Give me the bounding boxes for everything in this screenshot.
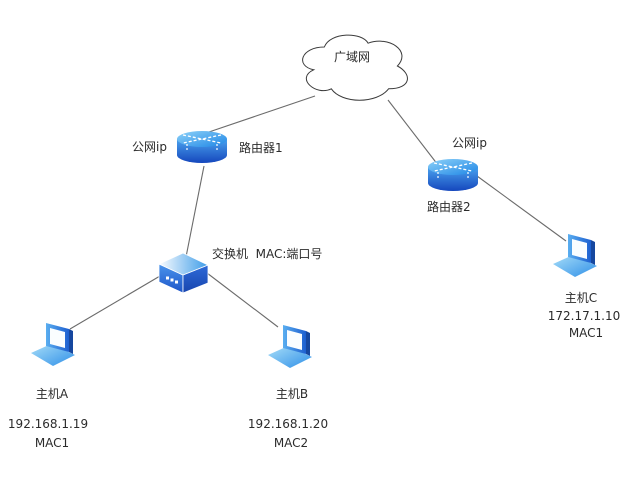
link-switch-host-b [206,272,279,328]
host-c-label: 主机C [564,291,598,305]
host-c-laptop-icon [553,234,597,277]
host-a-label: 主机A [35,387,69,401]
link-router1-switch [185,165,205,258]
router2-label: 路由器2 [427,200,471,214]
link-router2-host-c [476,175,567,242]
host-c-ip: 172.17.1.10 [547,309,621,323]
host-b-mac: MAC2 [273,436,309,450]
router1-label: 路由器1 [239,141,283,155]
host-b-ip: 192.168.1.20 [247,417,329,431]
switch-label: 交换机 MAC:端口号 [212,247,323,261]
link-cloud-router1 [205,95,316,134]
host-b-laptop-icon [268,325,312,368]
host-a-ip: 192.168.1.19 [7,417,89,431]
link-cloud-router2 [387,99,439,166]
router2-icon [427,158,479,192]
wan-cloud-label: 广域网 [333,50,370,64]
host-a-laptop-icon [31,323,75,366]
router1-public-ip-label: 公网ip [132,140,167,154]
host-c-mac: MAC1 [568,326,604,340]
host-a-mac: MAC1 [34,436,70,450]
wan-cloud-icon [302,34,408,101]
host-b-label: 主机B [275,387,309,401]
link-switch-host-a [69,275,161,330]
router1-icon [176,130,228,164]
switch-icon [158,252,209,294]
router2-public-ip-label: 公网ip [452,136,487,150]
